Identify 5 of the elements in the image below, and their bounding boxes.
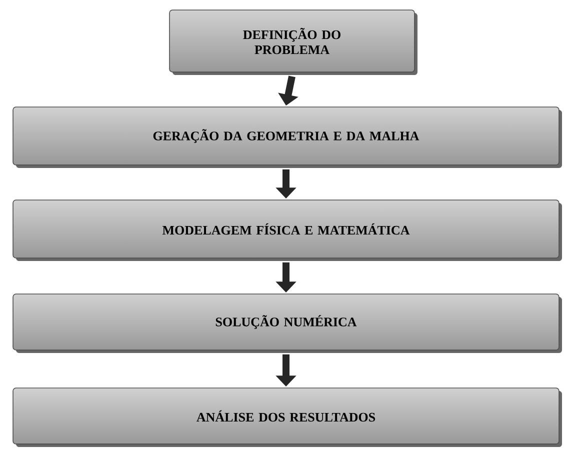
process-box: SOLUÇÃO NUMÉRICA: [12, 294, 562, 353]
process-box: ANÁLISE DOS RESULTADOS: [12, 388, 562, 447]
process-box: DEFINIÇÃO DO PROBLEMA: [169, 10, 418, 75]
process-box: GERAÇÃO DA GEOMETRIA E DA MALHA: [12, 106, 562, 168]
process-box: MODELAGEM FÍSICA E MATEMÁTICA: [12, 200, 562, 261]
